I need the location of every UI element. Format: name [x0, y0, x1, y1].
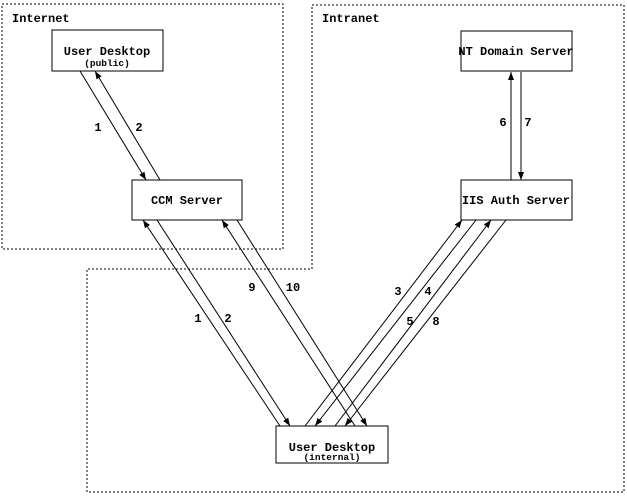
edge-label-9: 9 — [248, 281, 255, 295]
edge-label-8: 8 — [432, 315, 439, 329]
iis-auth-server-box — [460, 179, 573, 221]
edge-line-8-iis-to-internal — [344, 219, 507, 427]
edge-label-1-internal: 1 — [194, 312, 201, 326]
edge-line-2-ccm-to-internal — [156, 219, 291, 427]
intranet-region-outline — [86, 4, 625, 493]
internet-region-outline — [1, 3, 284, 250]
user-desktop-public-sublabel: (public) — [84, 58, 130, 69]
edge-line-10-ccm-to-internal — [236, 219, 368, 427]
edge-label-1-public: 1 — [94, 121, 101, 135]
ccm-server-box — [131, 179, 243, 221]
user-desktop-internal-sublabel: (internal) — [303, 452, 360, 463]
nt-domain-server-label: NT Domain Server — [458, 45, 573, 59]
edge-line-2-ccm-to-public — [94, 70, 161, 181]
edge-line-3-internal-to-iis — [304, 219, 463, 427]
node-user-desktop-internal: User Desktop (internal) — [275, 425, 389, 464]
edge-label-5: 5 — [406, 315, 413, 329]
edge-line-1-public-to-ccm — [79, 70, 147, 181]
edge-label-2-public: 2 — [135, 121, 142, 135]
edge-label-2-internal: 2 — [224, 312, 231, 326]
edge-label-3: 3 — [394, 285, 401, 299]
user-desktop-public-box — [51, 29, 164, 72]
node-user-desktop-public: User Desktop (public) — [51, 29, 164, 72]
node-nt-domain-server: NT Domain Server — [458, 30, 574, 72]
edge-line-1-internal-to-ccm — [142, 219, 281, 427]
ccm-server-label: CCM Server — [151, 194, 223, 208]
user-desktop-internal-label: User Desktop — [289, 441, 375, 455]
node-ccm-server: CCM Server — [131, 179, 243, 221]
nt-domain-server-box — [460, 30, 573, 72]
edge-line-5-internal-to-iis — [334, 219, 492, 427]
edge-line-4-iis-to-internal — [314, 219, 477, 427]
edge-label-7: 7 — [524, 116, 531, 130]
user-desktop-public-label: User Desktop — [64, 45, 150, 59]
iis-auth-server-label: IIS Auth Server — [462, 194, 570, 208]
edge-label-10: 10 — [286, 281, 300, 295]
user-desktop-internal-box — [275, 425, 389, 464]
edge-label-6: 6 — [499, 116, 506, 130]
edge-line-9-internal-to-ccm — [221, 219, 356, 427]
edge-label-4: 4 — [424, 285, 431, 299]
node-iis-auth-server: IIS Auth Server — [460, 179, 573, 221]
intranet-region-label: Intranet — [322, 12, 380, 26]
internet-region-label: Internet — [12, 12, 70, 26]
